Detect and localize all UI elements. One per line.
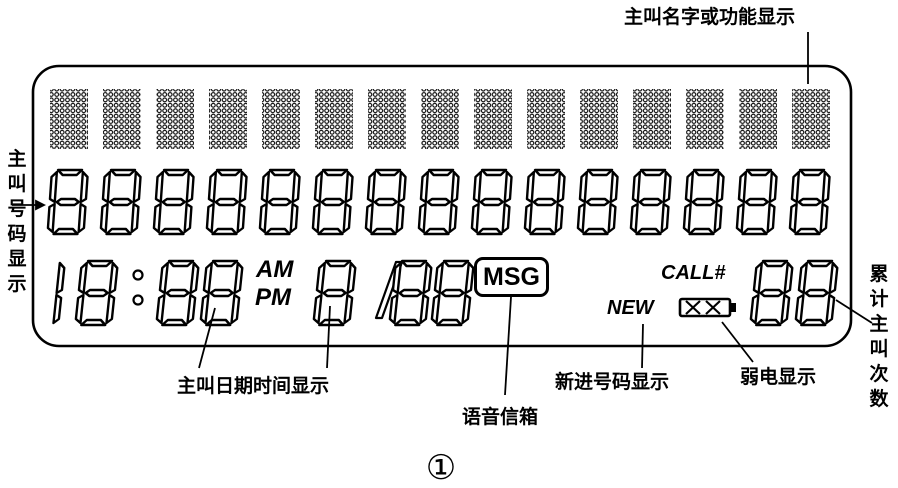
caller-number-digit (576, 168, 620, 236)
hour-tens-digit (52, 261, 66, 325)
dot-matrix-char (103, 89, 141, 149)
dot-matrix-char (262, 89, 300, 149)
minute-units-digit (199, 259, 245, 327)
new-indicator: NEW (607, 297, 654, 319)
caller-number-digit (46, 168, 90, 236)
caller-number-digit-row (46, 168, 832, 236)
call-hash-indicator: CALL# (661, 262, 726, 284)
dot-matrix-char (368, 89, 406, 149)
hour-units-digit (74, 259, 120, 327)
pm-indicator: PM (255, 284, 291, 311)
dot-matrix-char (633, 89, 671, 149)
am-indicator: AM (256, 256, 294, 283)
caller-number-digit (523, 168, 567, 236)
cumulative-call-count-label: 累计主叫次数 (868, 262, 890, 412)
dot-matrix-char (527, 89, 565, 149)
time-colon-lower (132, 294, 144, 306)
caller-name-display-label: 主叫名字或功能显示 (624, 6, 796, 28)
caller-number-digit (417, 168, 461, 236)
caller-number-display-label: 主叫号码显示 (6, 147, 28, 297)
call-datetime-display-label: 主叫日期时间显示 (177, 375, 330, 397)
caller-number-digit (99, 168, 143, 236)
lcd-frame (31, 64, 853, 348)
dot-matrix-char (156, 89, 194, 149)
dot-matrix-char (792, 89, 830, 149)
caller-number-digit (682, 168, 726, 236)
caller-number-digit (629, 168, 673, 236)
dot-matrix-char (739, 89, 777, 149)
dot-matrix-char (580, 89, 618, 149)
voice-mailbox-label: 语音信箱 (462, 406, 539, 428)
dot-matrix-char (686, 89, 724, 149)
annotation-lines (12, 32, 873, 396)
day-units-digit (430, 259, 476, 327)
caller-number-digit (311, 168, 355, 236)
msg-indicator: MSG (474, 257, 549, 297)
caller-number-digit (788, 168, 832, 236)
datetime-row (52, 259, 840, 327)
dot-matrix-char (50, 89, 88, 149)
caller-number-digit (258, 168, 302, 236)
call-count-tens-digit (749, 259, 795, 327)
minute-tens-digit (155, 259, 201, 327)
caller-number-digit (205, 168, 249, 236)
caller-number-digit (152, 168, 196, 236)
day-tens-digit (388, 259, 434, 327)
month-digit (312, 259, 358, 327)
new-number-display-label: 新进号码显示 (555, 371, 670, 393)
caller-number-digit (470, 168, 514, 236)
dot-matrix-row (50, 89, 830, 149)
dot-matrix-char (209, 89, 247, 149)
dot-matrix-char (315, 89, 353, 149)
low-battery-display-label: 弱电显示 (740, 366, 817, 388)
caller-number-digit (364, 168, 408, 236)
cumulative-call-count-label-text: 累计主叫次数 (869, 263, 889, 410)
time-colon-upper (132, 269, 144, 281)
caller-number-digit (735, 168, 779, 236)
low-battery-icon (678, 297, 736, 318)
caller-number-display-label-text: 主叫号码显示 (7, 148, 27, 295)
dot-matrix-char (474, 89, 512, 149)
figure-number: ① (425, 448, 457, 488)
call-count-units-digit (794, 259, 840, 327)
dot-matrix-char (421, 89, 459, 149)
